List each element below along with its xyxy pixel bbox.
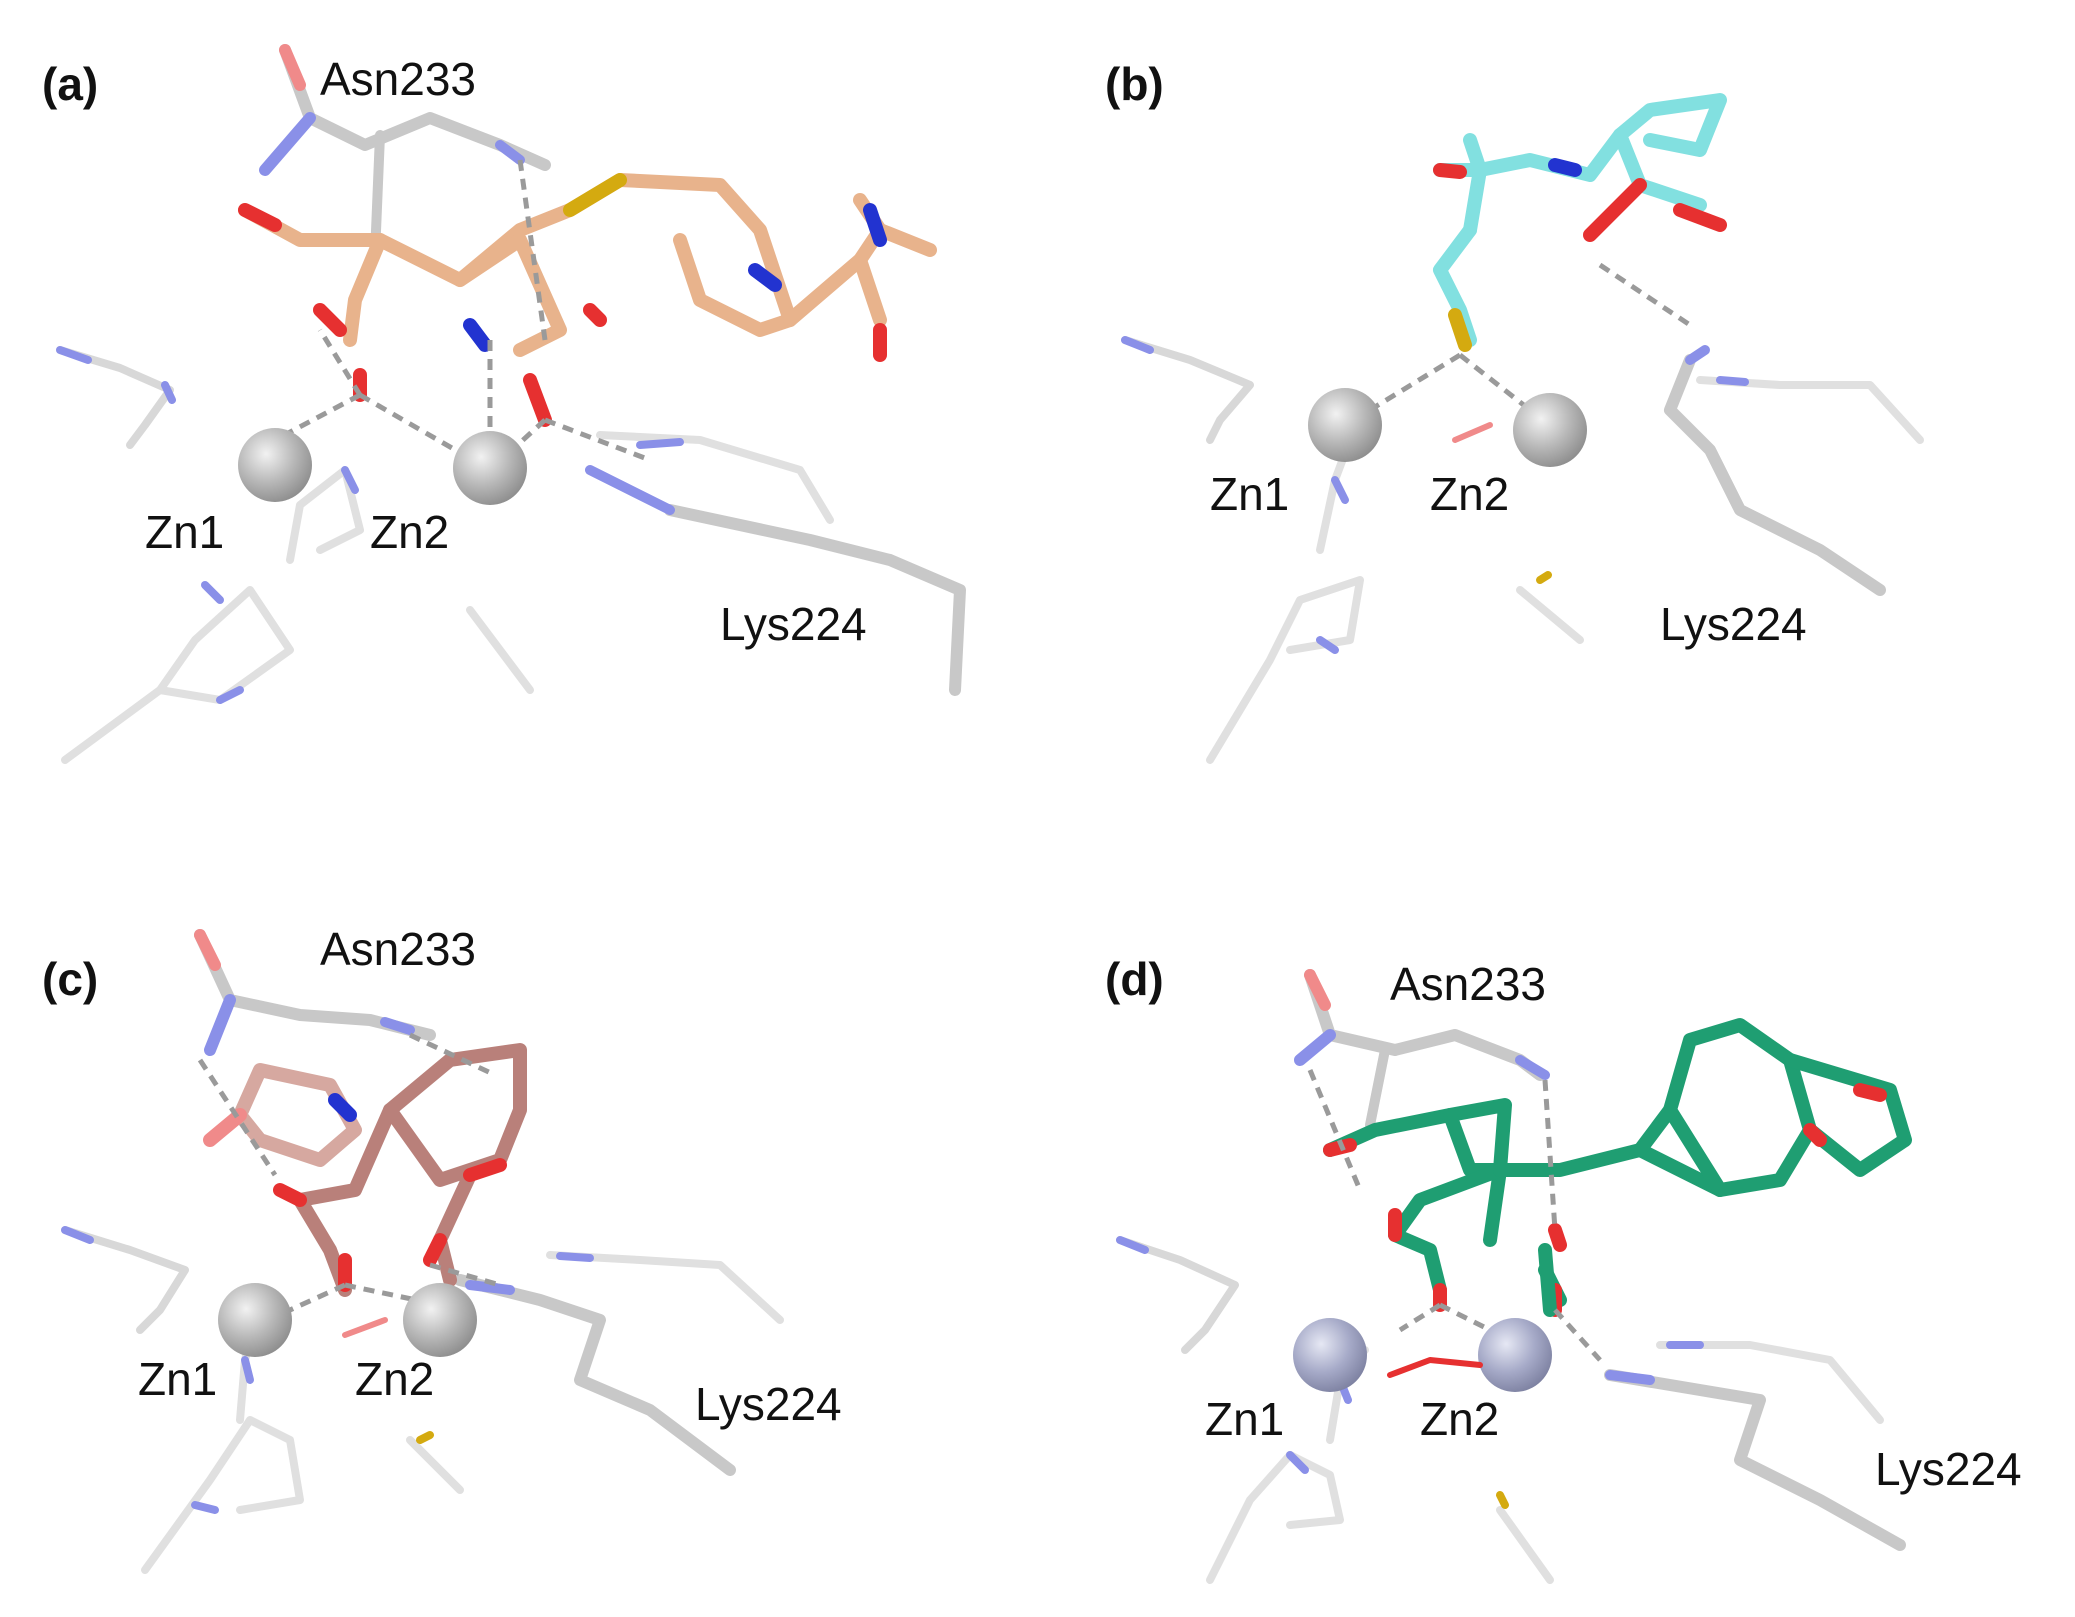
- residue-label-zn2-a: Zn2: [370, 506, 449, 558]
- ligand-d: [1323, 1018, 1912, 1317]
- zinc-ion-1-a: [238, 428, 312, 502]
- panel-d: (d): [1105, 953, 2022, 1584]
- panel-label-b: (b): [1105, 58, 1164, 110]
- residue-label-lys224-c: Lys224: [695, 1378, 842, 1430]
- protein-residues-a: [56, 44, 966, 764]
- panel-label-a: (a): [42, 58, 98, 110]
- zinc-ions-d: [1293, 1318, 1552, 1392]
- zinc-ion-1-d: [1293, 1318, 1367, 1392]
- residue-label-lys224-d: Lys224: [1875, 1443, 2022, 1495]
- residue-label-zn1-b: Zn1: [1210, 468, 1289, 520]
- protein-residues-d: [1116, 969, 1906, 1584]
- residue-label-lys224-a: Lys224: [720, 598, 867, 650]
- hbonds-b: [1368, 262, 1692, 413]
- panel-label-d: (d): [1105, 953, 1164, 1005]
- ligand-c: [203, 1043, 527, 1297]
- residue-label-zn2-c: Zn2: [355, 1353, 434, 1405]
- panel-label-c: (c): [42, 953, 98, 1005]
- zinc-ion-1-b: [1308, 388, 1382, 462]
- residue-label-zn1-d: Zn1: [1205, 1393, 1284, 1445]
- zinc-ion-2-d: [1478, 1318, 1552, 1392]
- residue-label-zn2-d: Zn2: [1420, 1393, 1499, 1445]
- ligand-b: [1433, 93, 1727, 352]
- panel-c: (c): [42, 923, 842, 1574]
- zinc-ion-2-c: [403, 1283, 477, 1357]
- zinc-ion-2-b: [1513, 393, 1587, 467]
- residue-label-asn233-c: Asn233: [320, 923, 476, 975]
- residue-label-zn1-a: Zn1: [145, 506, 224, 558]
- protein-residues-b: [1121, 336, 1924, 764]
- residue-label-zn1-c: Zn1: [138, 1353, 217, 1405]
- zinc-ions-b: [1308, 388, 1587, 467]
- panel-a: (a): [42, 44, 966, 764]
- residue-label-zn2-b: Zn2: [1430, 468, 1509, 520]
- residue-label-lys224-b: Lys224: [1660, 598, 1807, 650]
- zinc-ions-a: [238, 428, 527, 505]
- zinc-ion-2-a: [453, 431, 527, 505]
- residue-label-asn233-a: Asn233: [320, 53, 476, 105]
- protein-residues-c: [61, 929, 784, 1574]
- zinc-ions-c: [218, 1283, 477, 1357]
- panel-b: (b): [1105, 58, 1924, 764]
- hbonds-d: [1307, 1069, 1602, 1362]
- residue-label-asn233-d: Asn233: [1390, 958, 1546, 1010]
- ligand-a: [238, 173, 937, 427]
- zinc-ion-1-c: [218, 1283, 292, 1357]
